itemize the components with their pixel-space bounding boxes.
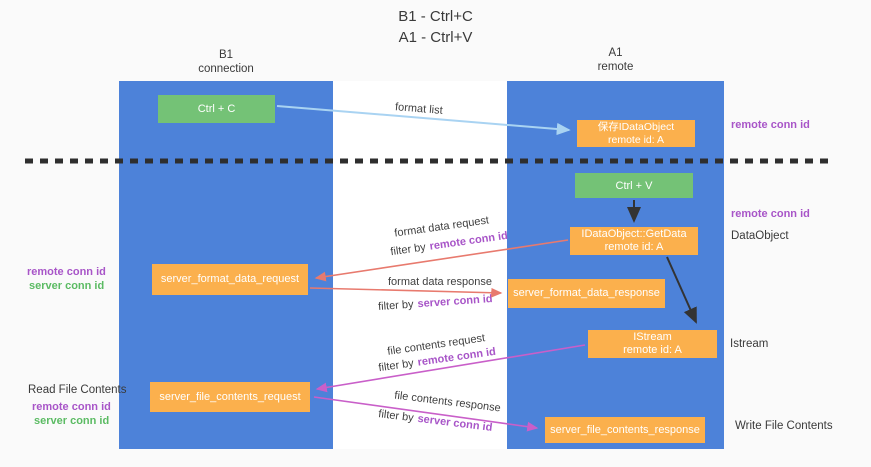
file-response-node: server_file_contents_response xyxy=(545,417,705,443)
format-request-label: server_format_data_request xyxy=(160,273,300,285)
lane-a1-role: remote xyxy=(597,61,634,73)
ctrl-v-label: Ctrl + V xyxy=(615,179,653,192)
getdata-line1: IDataObject::GetData xyxy=(581,228,687,240)
diagram-title-line1: B1 - Ctrl+C xyxy=(398,8,473,25)
diagram-title-line2: A1 - Ctrl+V xyxy=(398,29,473,46)
file-request-node: server_file_contents_request xyxy=(150,382,310,412)
istream-line2: remote id: A xyxy=(623,344,682,356)
format-data-response-label: format data response xyxy=(388,276,492,288)
read-file-contents-annotation: Read File Contents xyxy=(28,384,127,396)
ctrl-v-box: Ctrl + V xyxy=(575,173,693,198)
format-response-node: server_format_data_response xyxy=(508,279,665,308)
lane-b1-name: B1 xyxy=(218,49,234,61)
write-file-contents-annotation: Write File Contents xyxy=(735,420,833,432)
server-conn-id-annotation-bottom-left: server conn id xyxy=(34,415,110,427)
file-response-label: server_file_contents_response xyxy=(550,423,700,436)
diagram-title: B1 - Ctrl+C A1 - Ctrl+V xyxy=(0,6,871,48)
lane-header-b1: B1 connection xyxy=(119,48,333,76)
ctrl-c-label: Ctrl + C xyxy=(197,103,236,115)
format-request-node: server_format_data_request xyxy=(152,264,308,295)
file-request-label: server_file_contents_request xyxy=(159,390,301,403)
istream-annotation: Istream xyxy=(730,338,769,350)
istream-line1: IStream xyxy=(633,331,672,343)
server-conn-id-annotation-left: server conn id xyxy=(29,280,105,292)
ctrl-c-box: Ctrl + C xyxy=(158,95,275,123)
remote-conn-id-annotation-left: remote conn id xyxy=(27,266,106,278)
lane-a1-name: A1 xyxy=(608,47,623,59)
filter-by-text: filter by xyxy=(377,298,414,313)
lane-b1-role: connection xyxy=(198,63,254,75)
getdata-node: IDataObject::GetData remote id: A xyxy=(570,227,698,255)
lane-header-a1: A1 remote xyxy=(507,46,724,74)
save-dataobject-line1: 保存IDataObject xyxy=(597,120,675,133)
dataobject-annotation: DataObject xyxy=(731,230,789,242)
istream-node: IStream remote id: A xyxy=(588,330,717,358)
getdata-line2: remote id: A xyxy=(604,241,664,253)
format-response-label: server_format_data_response xyxy=(513,287,660,299)
remote-conn-id-annotation-top: remote conn id xyxy=(731,119,810,131)
save-dataobject-node: 保存IDataObject remote id: A xyxy=(577,120,695,147)
remote-conn-id-annotation-bottom-left: remote conn id xyxy=(32,401,111,413)
save-dataobject-line2: remote id: A xyxy=(607,133,665,146)
remote-conn-id-annotation-mid: remote conn id xyxy=(731,208,810,220)
